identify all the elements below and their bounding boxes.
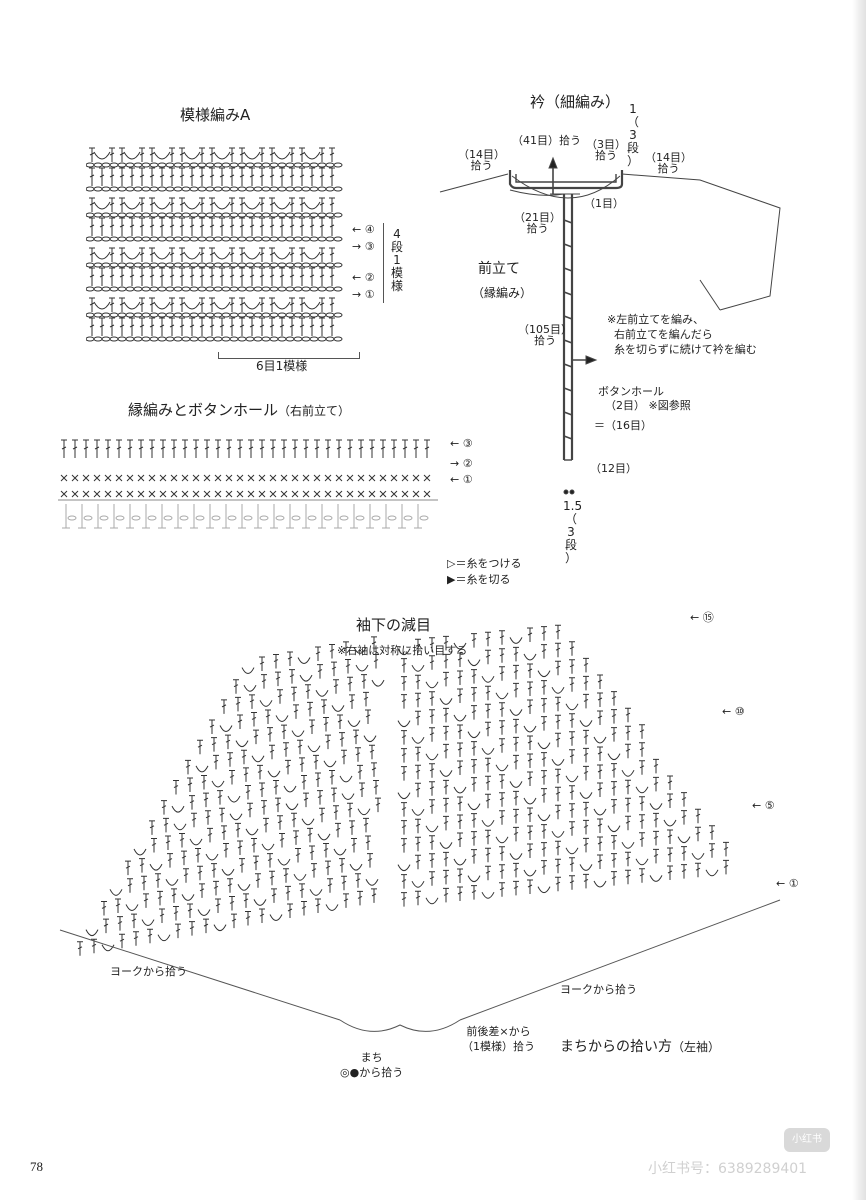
collar-one-st: （1目） bbox=[584, 197, 624, 210]
sleeve-gusset: まち◎●から拾う bbox=[340, 1051, 404, 1079]
collar-pick-14-right: （14目）拾う bbox=[645, 151, 692, 175]
sleeve-marker-10: ← ⑩ bbox=[722, 705, 745, 718]
pattern-a-marker-4: ← ④ bbox=[352, 223, 375, 236]
watermark-badge: 小红书 bbox=[784, 1128, 830, 1152]
pattern-a-marker-2: ← ② bbox=[352, 271, 375, 284]
legend-attach: ▷＝糸をつける bbox=[447, 557, 522, 570]
sleeve-yoke-right: ヨークから拾う bbox=[560, 983, 637, 996]
pattern-a-marker-1: → ① bbox=[352, 288, 375, 301]
collar-pick-3: （3目）拾う bbox=[586, 138, 626, 162]
pattern-a-marker-3: → ③ bbox=[352, 240, 375, 253]
collar-pick-21: （21目）拾う bbox=[514, 211, 561, 235]
collar-title: 衿（細編み） bbox=[530, 93, 621, 111]
pattern-a-repeat-sts: 6目1模様 bbox=[256, 359, 308, 373]
collar-pick-41: （41目）拾う bbox=[512, 134, 581, 147]
sleeve-marker-15: ← ⑮ bbox=[690, 611, 714, 624]
front-band-note: ※左前立てを編み、 右前立てを編んだら 糸を切らずに続けて衿を編む bbox=[607, 313, 757, 356]
front-band-title: 前立て bbox=[478, 261, 520, 277]
sleeve-method-title: まちからの拾い方（左袖） bbox=[560, 1039, 721, 1055]
sleeve-marker-1: ← ① bbox=[776, 877, 799, 890]
watermark-text: 小红书号：6389289401 bbox=[648, 1161, 808, 1177]
collar-pick-14-left: （14目）拾う bbox=[458, 148, 505, 172]
edging-marker-3: ← ③ bbox=[450, 437, 473, 450]
buttonhole-label: ボタンホール （2目） ※図参照 bbox=[598, 385, 691, 412]
page-gutter-shadow bbox=[852, 0, 866, 1200]
sleeve-front-back: 前後差×から（1模様）拾う bbox=[462, 1025, 535, 1053]
page-number: 78 bbox=[30, 1159, 43, 1174]
legend-cut: ▶＝糸を切る bbox=[447, 573, 511, 586]
edging-marker-1: ← ① bbox=[450, 473, 473, 486]
collar-band-diagram bbox=[439, 156, 781, 495]
sleeve-note: ※右袖は対称に拾い目する bbox=[337, 644, 468, 657]
edging-marker-2: → ② bbox=[450, 457, 473, 470]
sleeve-decrease-chart bbox=[59, 624, 781, 1032]
sleeve-yoke-left: ヨークから拾う bbox=[110, 965, 187, 978]
pattern-a-repeat-rows: 4段1模様 bbox=[390, 227, 403, 293]
sleeve-marker-5: ← ⑤ bbox=[752, 799, 775, 812]
pattern-a-title: 模様編みA bbox=[180, 106, 251, 124]
edging-chart bbox=[58, 439, 438, 529]
pattern-a-bracket bbox=[383, 223, 385, 303]
sleeve-title: 袖下の減目 bbox=[356, 616, 432, 634]
front-band-subtitle: （縁編み） bbox=[472, 286, 533, 300]
front-band-gap-16: ＝（16目） bbox=[594, 419, 652, 432]
pattern-a-width-bracket bbox=[218, 352, 360, 359]
front-band-gap-12: （12目） bbox=[590, 462, 637, 475]
pattern-a-chart bbox=[86, 147, 343, 342]
front-band-pick-105: （105目）拾う bbox=[518, 323, 572, 347]
edging-title: 縁編みとボタンホール（右前立て） bbox=[128, 401, 351, 419]
